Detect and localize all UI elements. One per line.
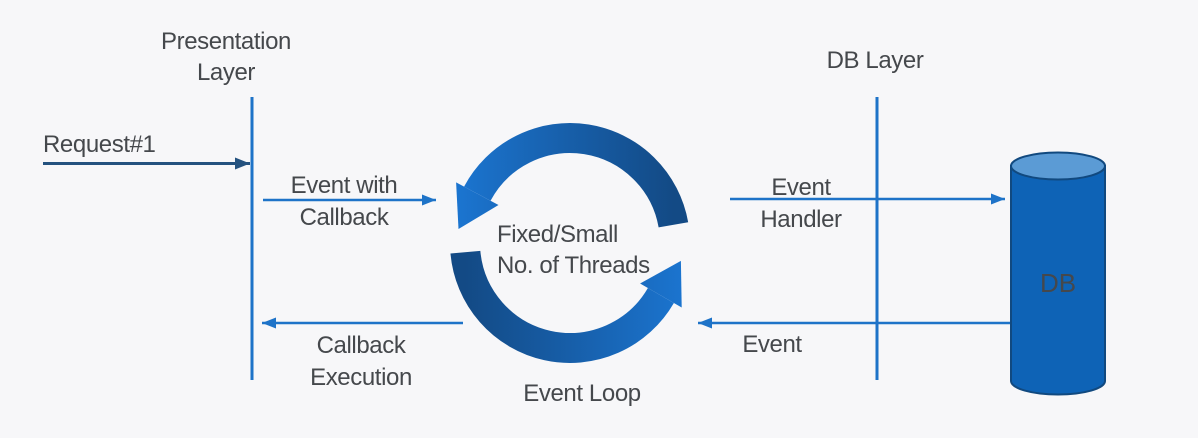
db-cylinder-body: [1010, 165, 1106, 396]
db-layer-label: DB Layer: [827, 47, 924, 74]
db-cylinder-top: [1010, 151, 1106, 181]
presentation-layer-label-line2: Layer: [197, 59, 255, 86]
event-with-callback-label-line2: Callback: [300, 204, 390, 231]
event-handler-label-line1: Event: [771, 174, 831, 201]
db-label: DB: [1040, 268, 1076, 298]
event-with-callback-label-line1: Event with: [291, 172, 398, 199]
threads-label-line2: No. of Threads: [497, 252, 650, 279]
request-label: Request#1: [43, 131, 156, 158]
presentation-layer-label-line1: Presentation: [161, 28, 291, 55]
callback-execution-label-line1: Callback: [317, 332, 407, 359]
event-loop-bottom-arc: [450, 250, 674, 363]
event-loop-top-arc: [464, 123, 689, 228]
event-loop-bottom-arc-arrowhead-icon: [640, 260, 682, 308]
event-loop-label: Event Loop: [523, 380, 640, 407]
callback-execution-label-line2: Execution: [310, 364, 412, 391]
event-loop-top-arc-arrowhead-icon: [456, 182, 499, 229]
threads-label-line1: Fixed/Small: [497, 221, 618, 248]
event-handler-label-line2: Handler: [760, 206, 842, 233]
event-label: Event: [742, 331, 802, 358]
